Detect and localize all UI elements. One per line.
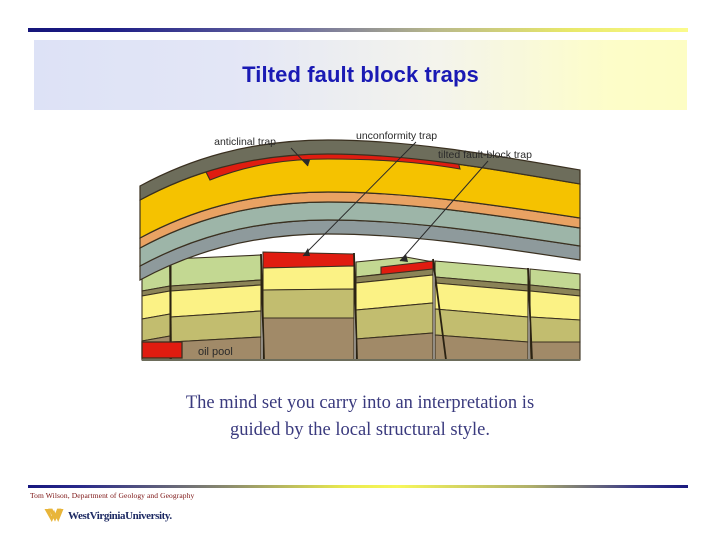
fault-planes <box>169 252 533 361</box>
footer-credit: Tom Wilson, Department of Geology and Ge… <box>30 491 195 500</box>
label-arrowheads <box>302 159 408 262</box>
footer-divider-rule <box>28 485 688 488</box>
flying-wv-icon <box>44 508 64 522</box>
caption-line-2: guided by the local structural style. <box>230 419 490 440</box>
wvu-wordmark: WestVirginiaUniversity. <box>68 509 172 522</box>
top-divider-rule <box>28 28 688 32</box>
fault-block-6 <box>529 268 581 361</box>
slide-title-band: Tilted fault block traps <box>34 40 687 110</box>
leader-unconformity <box>302 141 417 257</box>
label-anticlinal-trap: anticlinal trap <box>214 136 276 148</box>
wvu-logo: WestVirginiaUniversity. <box>44 508 172 523</box>
label-leader-lines <box>290 141 489 262</box>
legend-row: oil pool <box>128 338 428 364</box>
label-tilted-fault-block-trap: tilted fault-block trap <box>438 149 532 161</box>
legend-swatch-oil-pool <box>141 341 183 359</box>
slide-caption: The mind set you carry into an interpret… <box>110 390 610 444</box>
leader-tilted-fault-block <box>399 160 489 262</box>
legend-label-oil-pool: oil pool <box>198 346 233 358</box>
caption-line-1: The mind set you carry into an interpret… <box>185 393 535 413</box>
page-title: Tilted fault block traps <box>242 61 479 87</box>
folded-upper-sequence <box>139 139 581 282</box>
geologic-cross-section-diagram: anticlinal trap unconformity trap tilted… <box>128 128 592 368</box>
label-unconformity-trap: unconformity trap <box>356 130 437 142</box>
fault-block-5 <box>434 260 529 361</box>
leader-anticlinal <box>290 147 309 167</box>
layer-caprock-gray-olive <box>139 139 581 202</box>
